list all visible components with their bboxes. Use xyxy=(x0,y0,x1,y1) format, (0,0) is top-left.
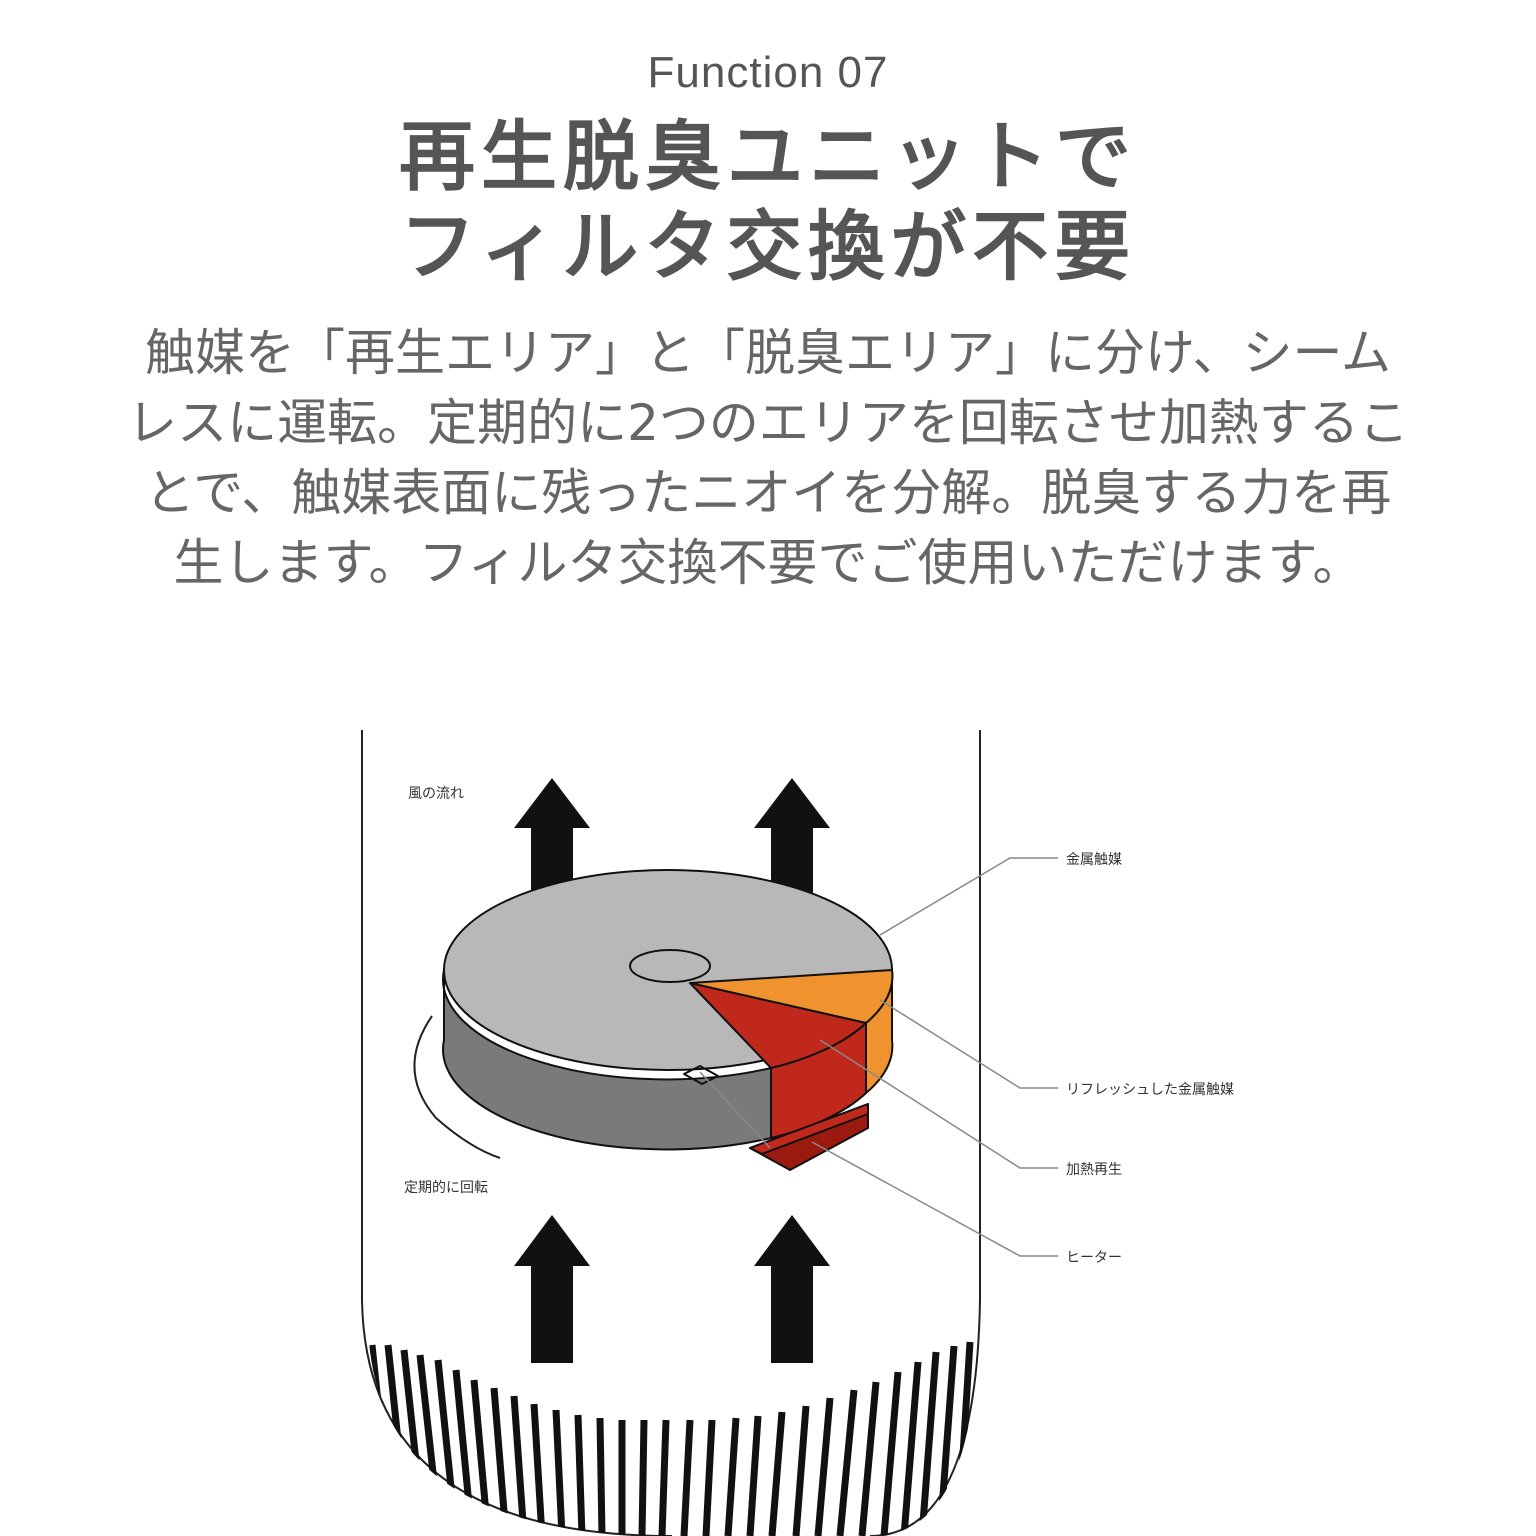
leader-heater xyxy=(811,1141,1058,1257)
label-heat-regeneration: 加熱再生 xyxy=(1066,1162,1122,1178)
leader-shaft xyxy=(699,1071,771,1149)
catalyst-disc xyxy=(442,869,894,1171)
label-metal-catalyst: 金属触媒 xyxy=(1066,852,1122,868)
airflow-arrow-low-right xyxy=(754,1215,830,1363)
description-line: レスに運転。定期的に2つのエリアを回転させ加熱するこ xyxy=(127,394,1409,452)
function-label: Function 07 xyxy=(647,48,889,97)
leader-heat-regeneration xyxy=(819,1039,1058,1169)
headline-line-1: 再生脱臭ユニットで xyxy=(399,112,1137,201)
label-heater: ヒーター xyxy=(1066,1250,1122,1266)
intake-grille xyxy=(368,1341,974,1536)
heat-regeneration-segment xyxy=(689,982,867,1069)
label-airflow: 風の流れ xyxy=(408,786,464,802)
rotation-arc xyxy=(413,1015,501,1159)
leader-metal-catalyst xyxy=(879,857,1058,936)
leader-refreshed-catalyst xyxy=(879,999,1058,1089)
headline-line-2: フィルタ交換が不要 xyxy=(399,202,1137,291)
airflow-arrow-low-left xyxy=(514,1215,590,1363)
housing-left-curve xyxy=(361,1299,673,1536)
shaft-notch xyxy=(683,1065,719,1085)
description: 触媒を「再生エリア」と「脱臭エリア」に分け、シーム レスに運転。定期的に2つのエ… xyxy=(30,318,1506,598)
housing-right-curve xyxy=(869,1299,981,1536)
description-line: 触媒を「再生エリア」と「脱臭エリア」に分け、シーム xyxy=(145,324,1391,382)
refreshed-catalyst-segment xyxy=(689,969,894,1024)
label-refreshed-catalyst: リフレッシュした金属触媒 xyxy=(1066,1082,1234,1098)
description-line: とで、触媒表面に残ったニオイを分解。脱臭する力を再 xyxy=(144,464,1392,522)
leader-lines xyxy=(699,857,1058,1257)
label-rotation: 定期的に回転 xyxy=(404,1180,488,1196)
disc-center-hub xyxy=(629,949,711,983)
housing-outline xyxy=(361,730,981,1536)
description-line: 生します。フィルタ交換不要でご使用いただけます。 xyxy=(173,534,1363,592)
heater-block-top xyxy=(749,1103,869,1155)
